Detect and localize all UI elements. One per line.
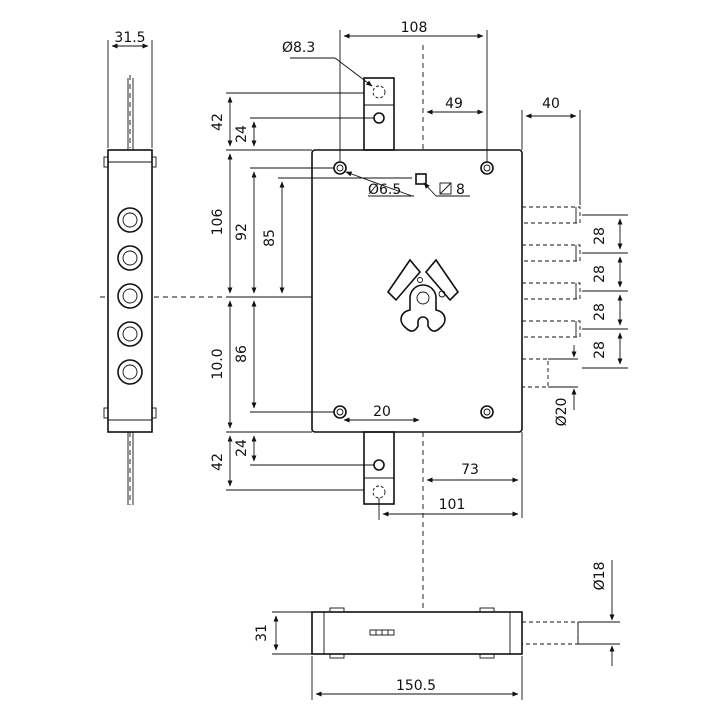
lock-front-view [311, 77, 581, 505]
spindle-square [415, 173, 427, 185]
dim-40: 40 [542, 96, 560, 112]
dim-rod-bottom-42: 42 [210, 453, 226, 471]
hole-leaders: Ø6.5 8 [345, 171, 470, 198]
dim-total-length: 150.5 [396, 678, 436, 694]
dim-86: 86 [234, 345, 250, 363]
left-dimensions: 42 24 106 92 85 10.0 86 42 24 [210, 92, 412, 491]
dim-92: 92 [234, 223, 250, 241]
dim-bolt-dia-18: Ø18 [592, 562, 608, 591]
bottom-view: Ø18 31 150.5 [254, 560, 620, 700]
side-view: 31.5 [103, 30, 157, 505]
dim-49: 49 [445, 96, 463, 112]
right-dimensions: 28 28 28 28 Ø20 [548, 214, 628, 427]
dim-pitch-b: 28 [592, 265, 608, 283]
dim-rod-top-42: 42 [210, 113, 226, 131]
bottom-dimensions: 20 73 101 [343, 404, 523, 520]
dim-side-width: 31.5 [114, 30, 145, 46]
dim-100: 10.0 [210, 348, 226, 379]
top-dimensions: 108 Ø8.3 49 40 [282, 20, 581, 205]
dim-73: 73 [461, 462, 479, 478]
dim-bolt-dia-20: Ø20 [554, 398, 570, 427]
dim-square-8: 8 [456, 182, 465, 198]
dim-pitch-d: 28 [592, 341, 608, 359]
dim-rod-bottom-24: 24 [234, 439, 250, 457]
dim-108: 108 [401, 20, 428, 36]
dim-hole-dia-83: Ø8.3 [282, 40, 315, 56]
dim-pitch-c: 28 [592, 303, 608, 321]
dim-106: 106 [210, 209, 226, 236]
dim-rod-top-24: 24 [234, 125, 250, 143]
dim-101: 101 [439, 497, 466, 513]
dim-pitch-a: 28 [592, 227, 608, 245]
dim-hole-dia-65: Ø6.5 [368, 182, 401, 198]
dim-spacing-20: 20 [373, 404, 391, 420]
dim-85: 85 [262, 229, 278, 247]
cylinder-cutout [400, 284, 446, 332]
side-bolt-ends [117, 207, 143, 385]
dim-depth-31: 31 [254, 624, 270, 642]
deadbolts [521, 206, 581, 388]
